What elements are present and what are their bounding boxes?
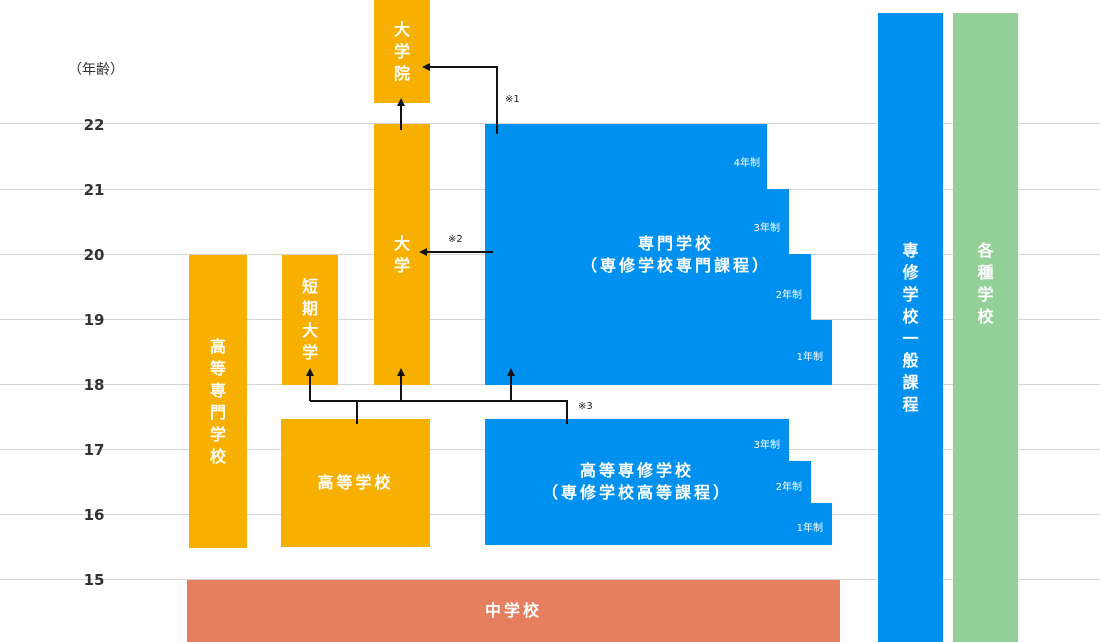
koutou-year-label: 3年制 <box>753 440 780 451</box>
misc-schools-label: 各種学校 <box>977 240 994 326</box>
graduate-school-label: 大学院 <box>393 19 410 83</box>
junior-college-block: 短期大学 <box>282 255 338 385</box>
general-course-label: 専修学校一般課程 <box>902 240 919 414</box>
age-label: 20 <box>83 246 105 264</box>
general-course-block: 専修学校一般課程 <box>878 13 943 642</box>
senmon-label: 専門学校 （専修学校専門課程） <box>580 233 771 275</box>
technical-college-block: 高等専門学校 <box>189 255 247 548</box>
koutou-year-label: 1年制 <box>796 523 823 534</box>
junior-high-label: 中学校 <box>484 601 542 620</box>
university-label: 大学 <box>393 233 410 275</box>
junior-high-block: 中学校 <box>187 580 840 642</box>
koutou-year-label: 2年制 <box>775 482 802 493</box>
age-label: 22 <box>83 116 105 134</box>
senmon-step <box>811 320 832 385</box>
senmon-year-label: 2年制 <box>775 290 802 301</box>
age-label: 15 <box>83 571 105 589</box>
age-label: 16 <box>83 506 105 524</box>
note-2: ※2 <box>448 234 463 245</box>
age-unit-label: （年齢） <box>68 62 124 78</box>
note-1: ※1 <box>505 94 520 105</box>
senmon-step <box>789 254 811 385</box>
koutou-step <box>789 461 811 545</box>
junior-college-label: 短期大学 <box>301 277 318 362</box>
age-label: 21 <box>83 181 105 199</box>
senmon-year-label: 4年制 <box>733 158 760 169</box>
note-3: ※3 <box>578 401 593 412</box>
graduate-school-block: 大学院 <box>374 0 430 103</box>
age-label: 19 <box>83 311 105 329</box>
arrow-senmon-to-grad <box>422 63 498 134</box>
gridline-15 <box>0 579 1100 580</box>
high-school-block: 高等学校 <box>281 419 430 547</box>
age-label: 18 <box>83 376 105 394</box>
technical-college-label: 高等専門学校 <box>209 336 226 466</box>
koutou-senshu-block: 高等専修学校 （専修学校高等課程） <box>485 419 789 545</box>
age-label: 17 <box>83 441 105 459</box>
connector-line <box>356 400 568 424</box>
koutou-senshu-label: 高等専修学校 （専修学校高等課程） <box>541 461 732 502</box>
high-school-label: 高等学校 <box>317 473 394 492</box>
koutou-step <box>811 503 832 545</box>
senmon-step <box>767 189 789 385</box>
gridline-22 <box>0 123 1100 124</box>
senmon-year-label: 3年制 <box>753 223 780 234</box>
senmon-block: 専門学校 （専修学校専門課程） <box>485 124 768 385</box>
senmon-year-label: 1年制 <box>796 352 823 363</box>
misc-schools-block: 各種学校 <box>953 13 1018 642</box>
